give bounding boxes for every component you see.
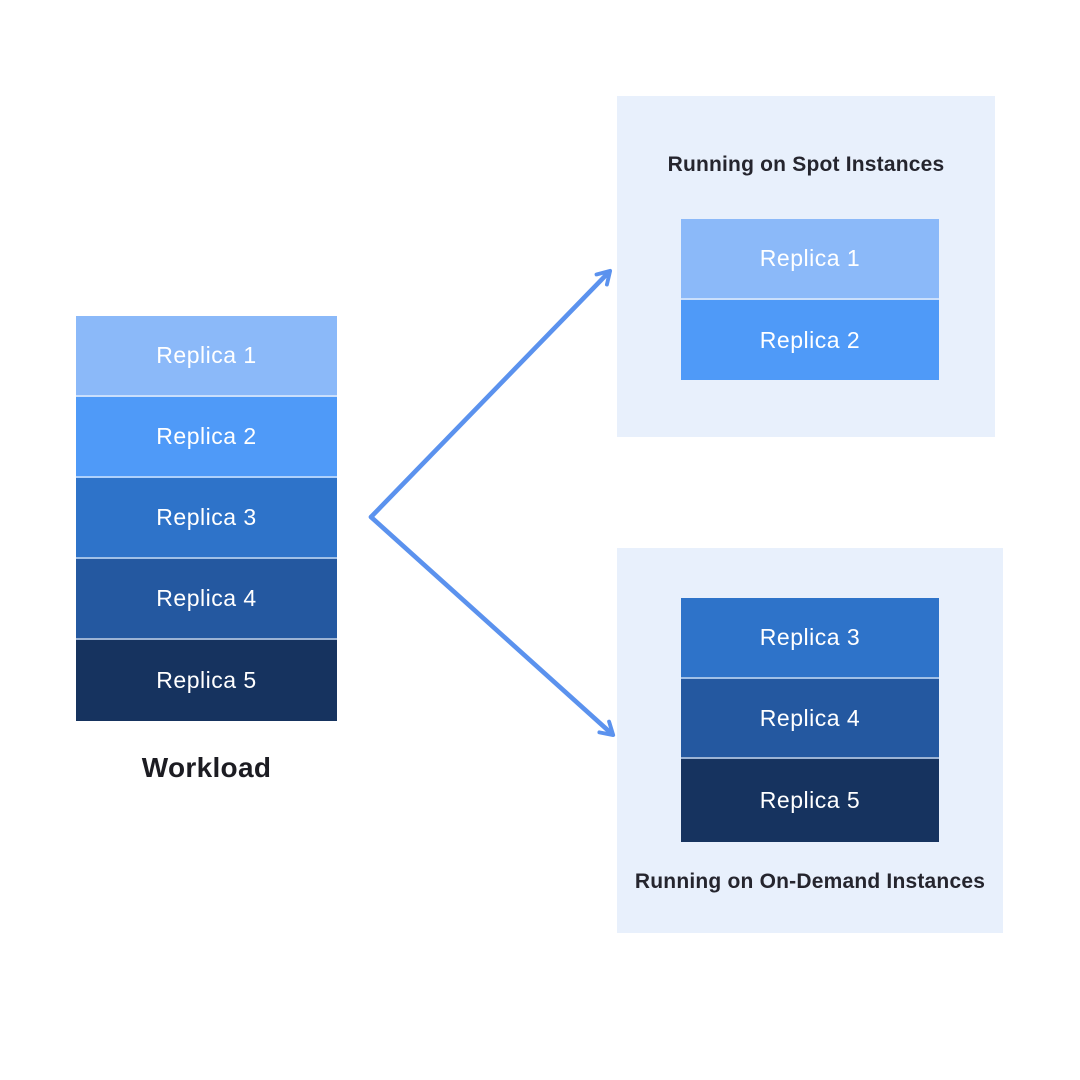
on-demand-replica-5: Replica 5 [681, 759, 939, 842]
spot-replica-stack: Replica 1 Replica 2 [681, 219, 939, 380]
on-demand-instances-panel: Replica 3 Replica 4 Replica 5 Running on… [617, 548, 1003, 933]
workload-to-spot-arrow-icon [368, 268, 613, 520]
on-demand-replica-4: Replica 4 [681, 679, 939, 759]
workload-replica-1: Replica 1 [76, 316, 337, 397]
workload-to-on-demand-arrow-icon [368, 514, 616, 738]
spot-replica-1: Replica 1 [681, 219, 939, 300]
workload-replica-3: Replica 3 [76, 478, 337, 559]
on-demand-panel-title: Running on On-Demand Instances [634, 870, 986, 893]
workload-replica-2: Replica 2 [76, 397, 337, 478]
spot-instances-panel: Running on Spot Instances Replica 1 Repl… [617, 96, 995, 437]
workload-replica-5: Replica 5 [76, 640, 337, 721]
workload-caption: Workload [141, 752, 272, 783]
spot-panel-title: Running on Spot Instances [667, 153, 945, 176]
on-demand-replica-3: Replica 3 [681, 598, 939, 679]
spot-replica-2: Replica 2 [681, 300, 939, 380]
on-demand-replica-stack: Replica 3 Replica 4 Replica 5 [681, 598, 939, 842]
workload-replica-4: Replica 4 [76, 559, 337, 640]
workload-stack: Replica 1 Replica 2 Replica 3 Replica 4 … [76, 316, 337, 721]
